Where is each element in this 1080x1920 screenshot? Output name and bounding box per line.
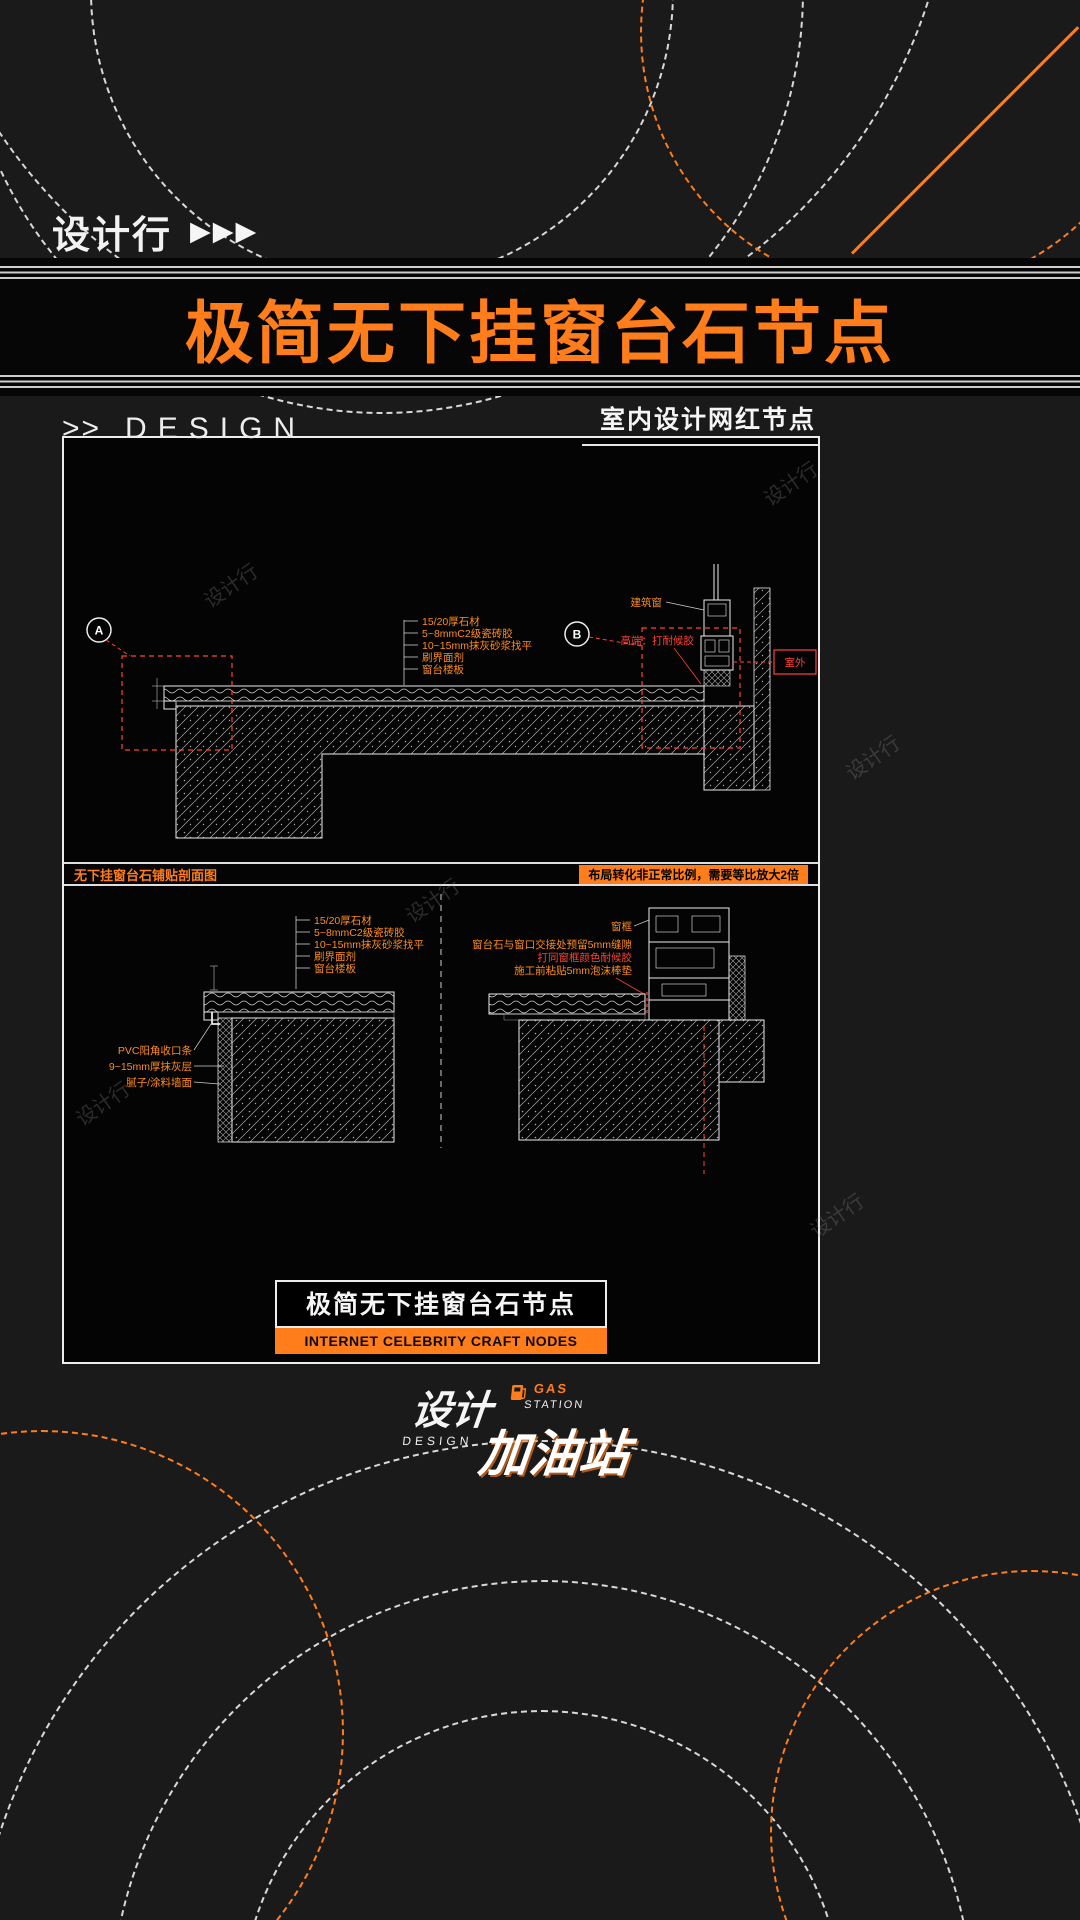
stone-slab [163, 685, 705, 710]
dimension-marks [152, 678, 164, 709]
detail-a-drawing: 15/20厚石材 5~8mmC2级瓷砖胶 10~15mm抹灰砂浆找平 刷界面剂 … [109, 914, 424, 1143]
detail-a-marker: A [86, 617, 233, 751]
detail-b-callout: 施工前粘贴5mm泡沫棒垫 [514, 964, 632, 977]
divider-caption: 无下挂窗台石铺贴剖面图 [74, 867, 218, 883]
stripe-band-bottom [0, 375, 1080, 388]
window-callout-label: 建筑窗 [631, 596, 663, 609]
logo-station: STATION [523, 1399, 585, 1411]
subheader: >> DESIGN 室内设计网红节点 [62, 400, 820, 446]
decor-circle [640, 0, 1080, 294]
detail-a-callout: 窗台楼板 [314, 962, 356, 975]
detail-a-side-callout: 9~15mm厚抹灰层 [109, 1060, 192, 1073]
detail-b-callout: 打同窗框颜色耐候胶 [538, 951, 633, 964]
stripe-band-top [0, 266, 1080, 279]
detail-a-callout: 刷界面剂 [314, 950, 356, 963]
footer-card-title: 极简无下挂窗台石节点 [275, 1280, 607, 1328]
detail-a-callout: 10~15mm抹灰砂浆找平 [314, 938, 424, 951]
window-frame [700, 564, 734, 687]
logo-design: DESIGN [401, 1434, 474, 1448]
divider-note: 布局转化非正常比例，需要等比放大2倍 [579, 864, 808, 884]
decor-circle [0, 1440, 1080, 1920]
callout-stone: 15/20厚石材 [422, 615, 480, 628]
callout-adhesive: 5~8mmC2级瓷砖胶 [422, 627, 513, 640]
sealant-callout-label: 高端：打耐候胶 [621, 634, 695, 647]
footer-card-subtitle: INTERNET CELEBRITY CRAFT NODES [275, 1328, 607, 1354]
detail-a-callout: 5~8mmC2级瓷砖胶 [314, 926, 405, 939]
chevron-prefix: >> [62, 412, 102, 445]
drawing-frame: 15/20厚石材 5~8mmC2级瓷砖胶 10~15mm抹灰砂浆找平 刷界面剂 … [62, 436, 820, 1364]
detail-b-letter: B [573, 628, 582, 642]
decor-diagonal-line [850, 26, 1080, 255]
callout-slab: 窗台楼板 [422, 663, 464, 676]
detail-a-side-callout: 腻子/涂料墙面 [126, 1076, 192, 1089]
logo-gas: GAS [533, 1381, 569, 1396]
detail-a-letter: A [95, 624, 104, 638]
brand-logo: 设计 GAS STATION DESIGN 加油站 [0, 1378, 1080, 1482]
logo-cn-gasstation: 加油站 [476, 1426, 632, 1482]
frame-label: 窗框 [611, 920, 632, 933]
fuel-pump-icon [508, 1382, 529, 1407]
decor-circle [770, 1570, 1080, 1920]
outside-label: 室外 [733, 649, 817, 675]
decor-circle [240, 1710, 844, 1920]
page-title: 极简无下挂窗台石节点 [184, 295, 895, 372]
decor-circle [0, 1430, 344, 1920]
drawing-divider: 无下挂窗台石铺贴剖面图 布局转化非正常比例，需要等比放大2倍 [64, 862, 818, 886]
title-banner: 极简无下挂窗台石节点 [0, 258, 1080, 396]
detail-a-side-callout: PVC阳角收口条 [118, 1044, 193, 1057]
callout-primer: 刷界面剂 [422, 651, 464, 664]
pvc-corner-bead [211, 1012, 220, 1025]
brand-name: 设计行 [52, 215, 173, 257]
triple-arrow-icon: ▶▶▶ [190, 216, 259, 246]
watermark-text: 设计行 [842, 732, 905, 785]
detail-b-callout: 窗台石与窗口交接处预留5mm缝隙 [472, 938, 632, 951]
design-label: >> DESIGN [62, 412, 307, 445]
header-brand: 设计行 ▶▶▶ [52, 204, 258, 259]
subtitle-right: 室内设计网红节点 [581, 400, 820, 446]
detail-a-callout: 15/20厚石材 [314, 914, 372, 927]
callout-leveling: 10~15mm抹灰砂浆找平 [422, 639, 532, 652]
footer-card: 极简无下挂窗台石节点 INTERNET CELEBRITY CRAFT NODE… [275, 1280, 607, 1354]
details-drawing: 15/20厚石材 5~8mmC2级瓷砖胶 10~15mm抹灰砂浆找平 刷界面剂 … [109, 894, 765, 1174]
window-callouts: 建筑窗 高端：打耐候胶 [621, 596, 705, 685]
decor-circle [110, 1580, 974, 1920]
outside-label-text: 室外 [785, 656, 806, 669]
detail-b-marker: B [564, 621, 741, 749]
section-drawing: 15/20厚石材 5~8mmC2级瓷砖胶 10~15mm抹灰砂浆找平 刷界面剂 … [86, 564, 817, 839]
center-callouts: 15/20厚石材 5~8mmC2级瓷砖胶 10~15mm抹灰砂浆找平 刷界面剂 … [403, 615, 532, 685]
detail-b-drawing: 窗框 窗台石与窗口交接处预留5mm缝隙 打同窗框颜色耐候胶 施工前粘贴5mm泡沫… [472, 907, 765, 1174]
